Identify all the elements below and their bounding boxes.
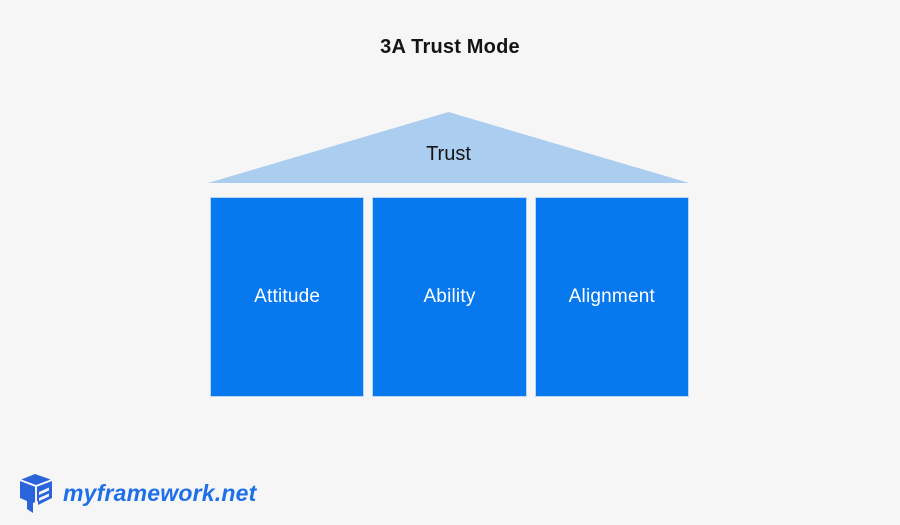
pillar-label: Ability bbox=[423, 286, 476, 307]
pillar-label: Alignment bbox=[568, 286, 655, 307]
roof-triangle: Trust bbox=[208, 112, 689, 183]
pillar-attitude: Attitude bbox=[210, 197, 365, 397]
pillar-label: Attitude bbox=[254, 286, 321, 307]
pillar-alignment: Alignment bbox=[534, 197, 689, 397]
pillars-row: Attitude Ability Alignment bbox=[210, 197, 689, 397]
brand-text: myframework.net bbox=[63, 479, 257, 506]
page-title: 3A Trust Mode bbox=[380, 36, 520, 58]
roof-label: Trust bbox=[426, 143, 471, 165]
pillar-ability: Ability bbox=[372, 197, 527, 397]
cube-logo-icon bbox=[18, 472, 54, 514]
brand-footer: myframework.net bbox=[18, 470, 256, 516]
